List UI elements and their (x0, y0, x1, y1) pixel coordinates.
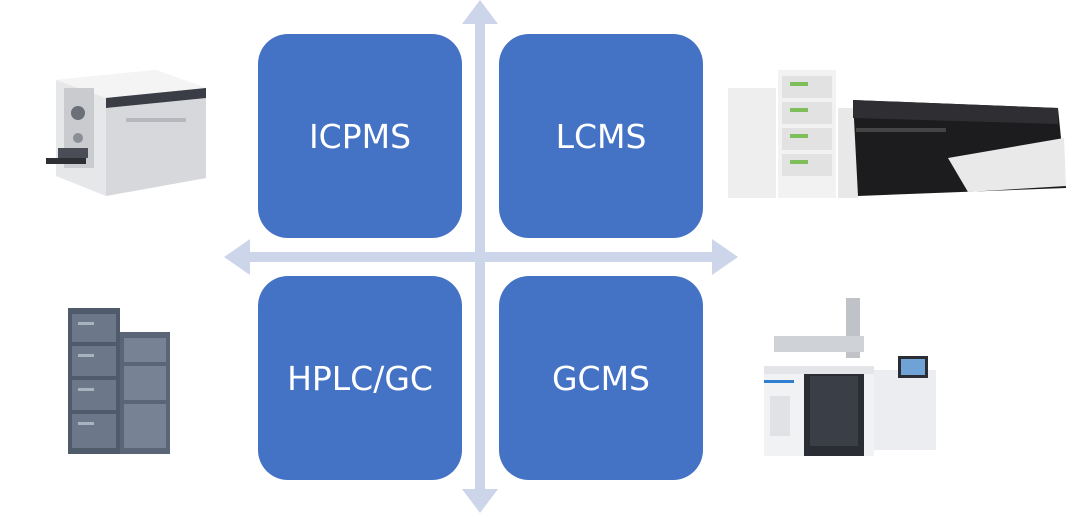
gcms-instrument-icon (764, 298, 936, 456)
quadrant-gcms: GCMS (499, 276, 703, 480)
lcms-instrument-icon (728, 70, 1066, 198)
horizontal-axis (248, 252, 712, 262)
hplc-instrument-icon (68, 308, 170, 454)
icpms-instrument-icon (46, 70, 206, 196)
quadrant-icpms: ICPMS (258, 34, 462, 238)
right-arrowhead (712, 239, 738, 275)
quadrant-label: HPLC/GC (287, 358, 433, 398)
quadrant-hplc-gc: HPLC/GC (258, 276, 462, 480)
quadrant-label: ICPMS (308, 116, 412, 156)
left-arrowhead (224, 239, 250, 275)
quadrant-lcms: LCMS (499, 34, 703, 238)
down-arrowhead (462, 489, 498, 513)
quadrant-label: LCMS (555, 116, 647, 156)
quadrant-label: GCMS (551, 358, 651, 398)
up-arrowhead (462, 0, 498, 24)
